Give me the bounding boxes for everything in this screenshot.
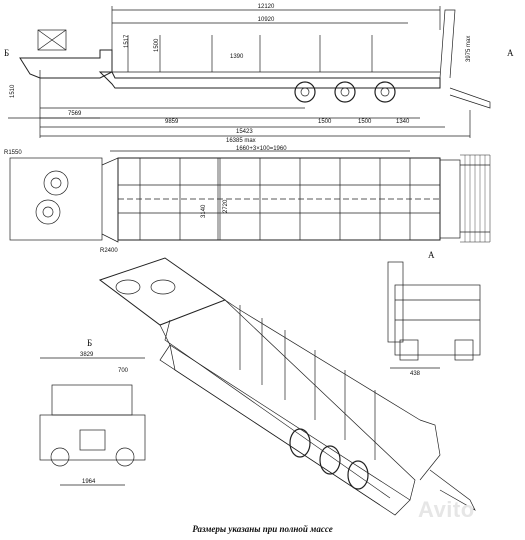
dim-7569: 7569 bbox=[68, 111, 82, 117]
dim-1390: 1390 bbox=[230, 54, 244, 60]
dim-1500-b: 1500 bbox=[358, 119, 372, 125]
dim-overall-top: 12120 bbox=[258, 4, 275, 10]
side-label-b: Б bbox=[4, 48, 9, 58]
dim-h1517: 1517 bbox=[124, 34, 130, 48]
dim-9859: 9859 bbox=[165, 119, 179, 125]
dim-438: 438 bbox=[410, 371, 421, 377]
dim-700: 700 bbox=[118, 368, 129, 374]
dim-r1550: R1550 bbox=[4, 150, 22, 156]
rear-view-a bbox=[387, 261, 481, 369]
dim-h1510: 1510 bbox=[10, 84, 16, 98]
side-label-a: А bbox=[507, 48, 514, 58]
dim-h1500: 1500 bbox=[154, 38, 160, 52]
side-view bbox=[8, 6, 491, 138]
dim-3829: 3829 bbox=[80, 352, 94, 358]
caption: Размеры указаны при полной массе bbox=[192, 524, 333, 534]
dim-deck-len: 10920 bbox=[258, 17, 275, 23]
dim-1340: 1340 bbox=[396, 119, 410, 125]
rear-view-label: А bbox=[428, 250, 435, 260]
top-view bbox=[9, 150, 491, 243]
dim-2720: 2720 bbox=[223, 199, 229, 213]
dim-3140: 3140 bbox=[201, 204, 207, 218]
avito-watermark: Avito bbox=[418, 497, 475, 522]
dim-1964: 1964 bbox=[82, 479, 96, 485]
front-view-b bbox=[39, 357, 146, 486]
dim-spacing: 1660+3×100=1960 bbox=[236, 146, 287, 152]
isometric-view bbox=[98, 257, 476, 516]
dim-1500-a: 1500 bbox=[318, 119, 332, 125]
front-view-label: Б bbox=[87, 338, 92, 348]
dim-15423: 15423 bbox=[236, 129, 253, 135]
dim-16385: 16385 max bbox=[226, 138, 256, 144]
dim-3975-max: 3975 max bbox=[466, 36, 472, 62]
dim-r2400: R2400 bbox=[100, 248, 118, 254]
